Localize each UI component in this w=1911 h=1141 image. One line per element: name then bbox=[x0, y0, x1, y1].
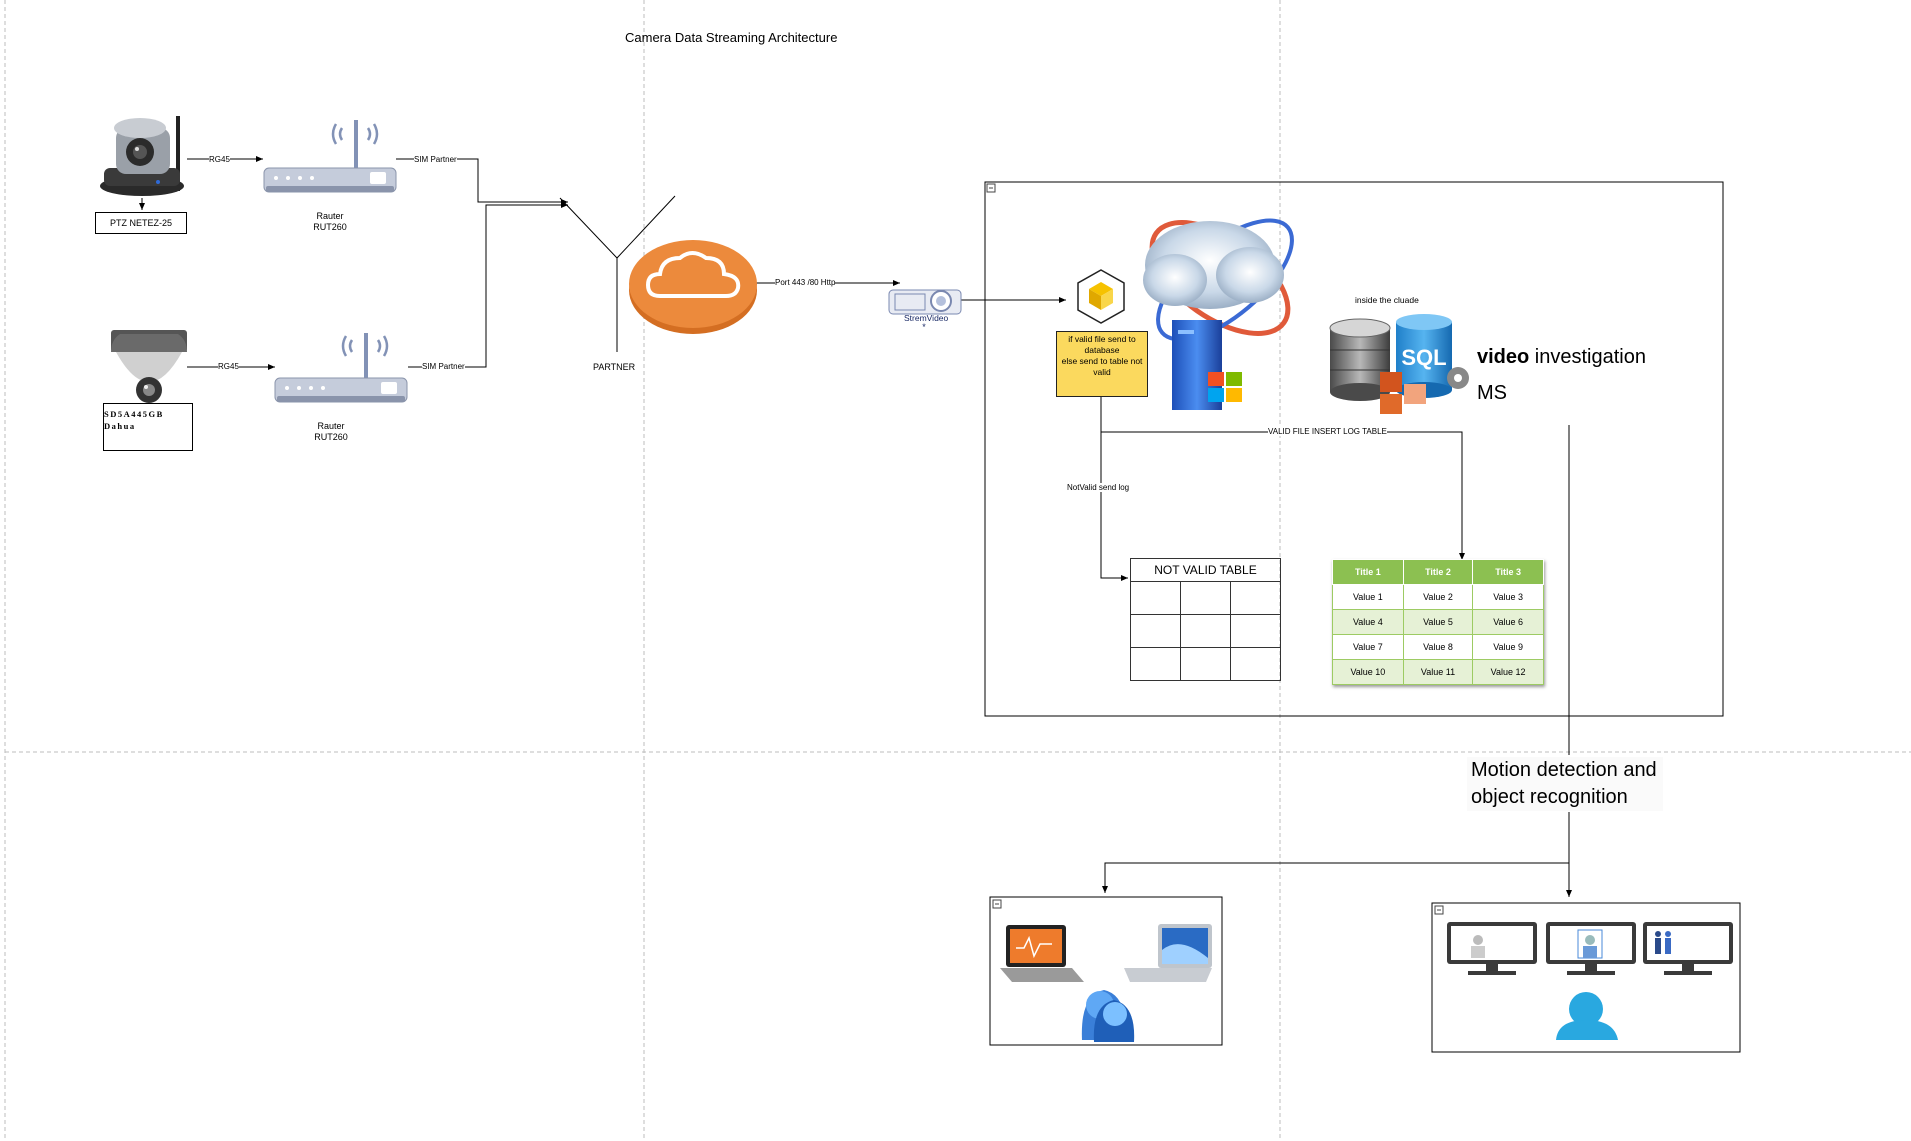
router2-name: Rauter bbox=[317, 421, 345, 431]
sim-partner-label: SIM Partner bbox=[414, 155, 457, 164]
monitor-icon bbox=[1447, 922, 1537, 975]
svg-text:*: * bbox=[922, 322, 926, 332]
table-cell: Value 10 bbox=[1332, 659, 1404, 685]
port-label: Port 443 /80 Http bbox=[775, 278, 836, 287]
table-cell bbox=[1230, 647, 1281, 681]
router1-name: Rauter bbox=[316, 211, 344, 221]
table-row: Value 7 Value 8 Value 9 bbox=[1332, 634, 1544, 660]
table-cell bbox=[1230, 581, 1281, 615]
sql-database-icon: SQL bbox=[1329, 314, 1469, 414]
svg-text:SQL: SQL bbox=[1401, 345, 1446, 370]
ms-label: MS bbox=[1477, 382, 1507, 404]
table-row: Value 10 Value 11 Value 12 bbox=[1332, 659, 1544, 685]
router2-model: RUT260 bbox=[314, 432, 348, 442]
table-cell bbox=[1130, 647, 1181, 681]
validation-line1: if valid file send to bbox=[1068, 334, 1136, 344]
camera2-label-line1: SD5A445GB bbox=[104, 409, 164, 419]
notvalid-edge-label: NotValid send log bbox=[1067, 483, 1130, 492]
validator-cube-icon bbox=[1077, 269, 1125, 324]
video-rest: investigation bbox=[1529, 346, 1646, 368]
diagram-title: Camera Data Streaming Architecture bbox=[625, 30, 838, 45]
table-row: Value 4 Value 5 Value 6 bbox=[1332, 609, 1544, 635]
monitor-icon-3 bbox=[1643, 922, 1733, 975]
router1-caption: Rauter RUT260 bbox=[300, 211, 360, 233]
laptop-icon-2 bbox=[1124, 924, 1212, 982]
validation-line3: else send to table not bbox=[1061, 356, 1143, 366]
camera1-label: PTZ NETEZ-25 bbox=[109, 218, 172, 228]
validation-line2: database bbox=[1084, 345, 1120, 355]
table-cell: Value 12 bbox=[1472, 659, 1544, 685]
stream-video-label: StremVideo bbox=[904, 313, 949, 323]
motion-line1: Motion detection and bbox=[1471, 759, 1657, 781]
video-bold: video bbox=[1477, 346, 1530, 368]
camera1-label-box: PTZ NETEZ-25 bbox=[95, 212, 187, 234]
motion-detection-label: Motion detection and object recognition bbox=[1467, 757, 1663, 811]
table-cell: Value 6 bbox=[1472, 609, 1544, 635]
table-cell bbox=[1230, 614, 1281, 648]
laptop-icon bbox=[1000, 925, 1084, 982]
cloud-container bbox=[984, 181, 1724, 717]
ptz-camera-icon bbox=[100, 116, 184, 196]
table-header: Title 3 bbox=[1472, 559, 1544, 585]
valid-edge-label: VALID FILE INSERT LOG TABLE bbox=[1268, 427, 1387, 436]
router1-model: RUT260 bbox=[313, 222, 347, 232]
rg45-label: RG45 bbox=[209, 155, 230, 164]
table-cell: Value 5 bbox=[1402, 609, 1474, 635]
table-cell: Value 4 bbox=[1332, 609, 1404, 635]
table-cell bbox=[1180, 614, 1231, 648]
table-cell: Value 8 bbox=[1402, 634, 1474, 660]
video-investigation-label: video investigation bbox=[1477, 346, 1646, 369]
not-valid-table: NOT VALID TABLE bbox=[1130, 558, 1281, 681]
router-icon bbox=[263, 120, 397, 193]
dome-camera-icon bbox=[111, 330, 187, 403]
table-cell bbox=[1130, 581, 1181, 615]
people-icon bbox=[1081, 990, 1135, 1042]
partner-label: PARTNER bbox=[593, 362, 636, 372]
table-row: Value 1 Value 2 Value 3 bbox=[1332, 584, 1544, 610]
router-icon-2 bbox=[274, 333, 408, 403]
cloud-gateway-icon bbox=[629, 240, 757, 334]
camera2-label-line2: Dahua bbox=[104, 421, 136, 431]
table-cell: Value 7 bbox=[1332, 634, 1404, 660]
user-icon bbox=[1556, 992, 1618, 1040]
motion-line2: object recognition bbox=[1471, 786, 1628, 808]
sim-partner-label-2: SIM Partner bbox=[422, 362, 465, 371]
table-cell: Value 2 bbox=[1402, 584, 1474, 610]
monitor-icon-2 bbox=[1546, 922, 1636, 975]
table-cell bbox=[1180, 647, 1231, 681]
valid-log-table: Title 1 Title 2 Title 3 Value 1 Value 2 … bbox=[1332, 559, 1544, 685]
rg45-label-2: RG45 bbox=[218, 362, 239, 371]
inside-cloud-label: inside the cluade bbox=[1355, 295, 1419, 305]
router2-caption: Rauter RUT260 bbox=[301, 421, 361, 443]
validation-note: if valid file send to database else send… bbox=[1056, 331, 1148, 397]
table-cell: Value 3 bbox=[1472, 584, 1544, 610]
validation-line4: valid bbox=[1093, 367, 1111, 377]
table-cell: Value 9 bbox=[1472, 634, 1544, 660]
cloud-server-icon bbox=[1143, 218, 1294, 410]
table-header: Title 2 bbox=[1402, 559, 1474, 585]
table-cell: Value 1 bbox=[1332, 584, 1404, 610]
connectors bbox=[139, 156, 1572, 897]
table-cell bbox=[1180, 581, 1231, 615]
not-valid-table-title: NOT VALID TABLE bbox=[1130, 558, 1281, 582]
stream-video-icon: * bbox=[888, 289, 962, 332]
camera2-label-box: SD5A445GB Dahua bbox=[103, 403, 193, 451]
table-header: Title 1 bbox=[1332, 559, 1404, 585]
antenna-icon bbox=[559, 195, 676, 352]
table-cell: Value 11 bbox=[1402, 659, 1474, 685]
table-cell bbox=[1130, 614, 1181, 648]
